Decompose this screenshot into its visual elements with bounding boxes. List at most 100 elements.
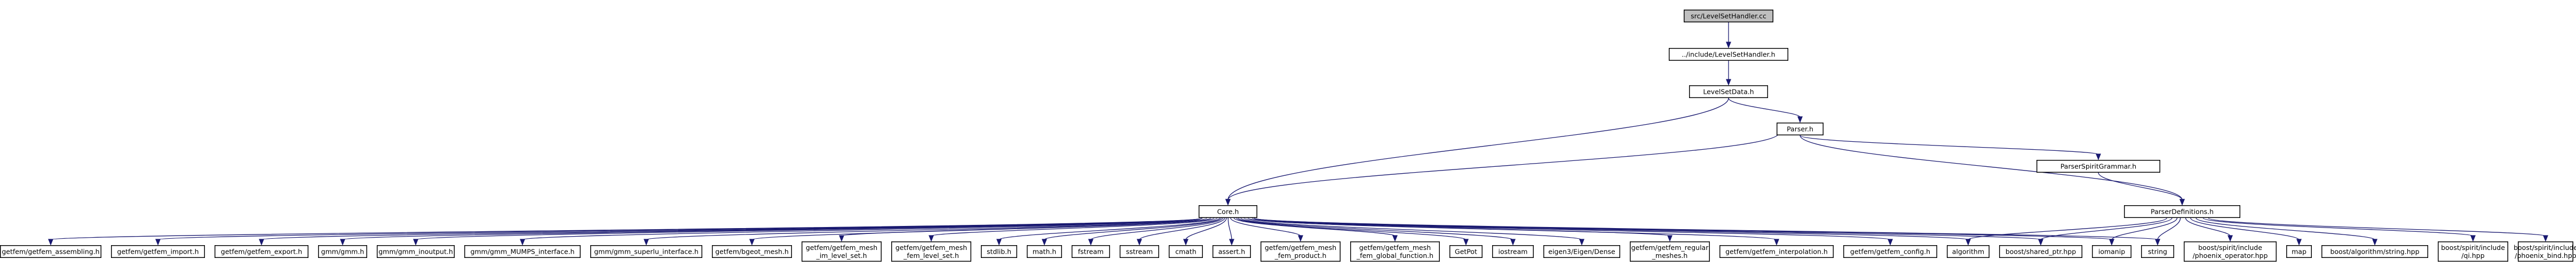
edge-line — [1230, 217, 1301, 237]
node-assert[interactable]: assert.h — [1212, 245, 1251, 258]
node-sptr[interactable]: boost/shared_ptr.hpp — [1999, 245, 2082, 258]
node-g-interp[interactable]: getfem/getfem_interpolation.h — [1719, 245, 1834, 258]
edge-psg-to-pdef — [2098, 172, 2185, 206]
node-pdef[interactable]: ParserDefinitions.h — [2124, 205, 2240, 218]
edge-line — [2208, 217, 2546, 237]
node-box — [1350, 241, 1440, 262]
edge-core-to-assert — [1227, 217, 1234, 246]
node-label: stdlib.h — [987, 248, 1011, 256]
node-label: algorithm — [1952, 248, 1984, 256]
edge-core-to-cmath — [1183, 217, 1227, 246]
node-label: getfem/getfem_mesh — [806, 244, 877, 252]
node-core[interactable]: Core.h — [1199, 205, 1257, 218]
node-g-fem[interactable]: getfem/getfem_mesh_fem_level_set.h — [891, 241, 971, 262]
edge-core-to-gmm-io — [413, 217, 1202, 246]
node-cmath[interactable]: cmath — [1169, 245, 1203, 258]
node-g-reg[interactable]: getfem/bgeot_mesh.h — [712, 245, 792, 258]
edge-core-to-g-mim — [839, 217, 1215, 242]
edge-arrowhead — [929, 235, 934, 242]
edge-arrowhead — [1392, 235, 1398, 242]
node-g-regm[interactable]: getfem/getfem_regular_meshes.h — [1630, 241, 1710, 262]
node-gmm-slu[interactable]: gmm/gmm_superlu_interface.h — [590, 245, 702, 258]
node-iomanip[interactable]: iomanip — [2092, 245, 2131, 258]
edge-core-to-sstream — [1137, 217, 1225, 246]
edge-line — [522, 217, 1203, 240]
node-label: _meshes.h — [1652, 252, 1688, 260]
node-label: boost/spirit/include — [2198, 244, 2262, 252]
edge-arrowhead — [1088, 239, 1093, 246]
node-g-mim[interactable]: getfem/getfem_mesh_im_level_set.h — [802, 241, 882, 262]
node-g-exp[interactable]: getfem/getfem_export.h — [215, 245, 308, 258]
node-box — [1169, 245, 1203, 258]
edge-line — [841, 217, 1215, 237]
node-box — [712, 245, 792, 258]
edge-core-to-eigen — [1240, 217, 1584, 246]
node-label: cmath — [1175, 248, 1196, 256]
dependency-nodes: src/LevelSetHandler.cc ../include/LevelSe… — [0, 10, 2576, 262]
node-label: getfem/getfem_assembling.h — [2, 248, 99, 256]
node-gmm-io[interactable]: gmm/gmm_inoutput.h — [377, 245, 455, 258]
node-box — [1777, 123, 1824, 135]
node-label: gmm/gmm_superlu_interface.h — [594, 248, 699, 256]
node-psg[interactable]: ParserSpiritGrammar.h — [2036, 160, 2160, 173]
edge-line — [646, 217, 1207, 240]
node-map[interactable]: map — [2286, 245, 2312, 258]
node-g-imp[interactable]: getfem/getfem_import.h — [111, 245, 205, 258]
node-box — [590, 245, 702, 258]
edge-arrowhead — [1774, 239, 1779, 246]
node-box — [318, 245, 367, 258]
node-label: Core.h — [1217, 208, 1239, 216]
edge-line — [1247, 217, 1777, 240]
node-phx-bind[interactable]: boost/spirit/include/phoenix_bind.hpp — [2514, 241, 2576, 262]
edge-arrowhead — [2109, 239, 2114, 246]
node-algorithm[interactable]: algorithm — [1947, 245, 1990, 258]
node-gmm-mumps[interactable]: gmm/gmm_MUMPS_interface.h — [464, 245, 581, 258]
node-balg[interactable]: boost/algorithm/string.hpp — [2321, 245, 2428, 258]
node-lsd[interactable]: LevelSetData.h — [1689, 85, 1768, 98]
edge-arrowhead — [1965, 239, 1971, 246]
node-root[interactable]: src/LevelSetHandler.cc — [1684, 10, 1773, 22]
node-string[interactable]: string — [2141, 245, 2174, 258]
node-label: boost/spirit/include — [2514, 244, 2576, 252]
node-label: _im_level_set.h — [815, 252, 867, 260]
node-box — [2092, 245, 2131, 258]
node-phx-op[interactable]: boost/spirit/include/phoenix_operator.hp… — [2184, 241, 2277, 262]
node-g-conf[interactable]: getfem/getfem_config.h — [1843, 245, 1937, 258]
node-parser[interactable]: Parser.h — [1777, 123, 1824, 135]
edge-core-to-g-glob — [1233, 217, 1398, 242]
edge-core-to-g-conf — [1251, 217, 1893, 246]
edge-arrowhead — [749, 239, 755, 246]
node-math[interactable]: math.h — [1027, 245, 1062, 258]
node-label: _fem_global_function.h — [1356, 252, 1433, 260]
edge-arrowhead — [2470, 235, 2476, 242]
node-g-glob[interactable]: getfem/getfem_mesh_fem_global_function.h — [1350, 241, 1440, 262]
node-qi[interactable]: boost/spirit/include/qi.hpp — [2438, 241, 2508, 262]
node-iostream[interactable]: iostream — [1492, 245, 1534, 258]
edge-core-to-iostream — [1238, 217, 1516, 246]
edge-line — [2190, 217, 2300, 240]
node-stdlib[interactable]: stdlib.h — [981, 245, 1017, 258]
node-getpot[interactable]: GetPot — [1449, 245, 1483, 258]
node-gmm[interactable]: gmm/gmm.h — [318, 245, 367, 258]
node-label: getfem/getfem_mesh — [1265, 244, 1336, 252]
edge-line — [1227, 217, 1232, 240]
node-fstream[interactable]: fstream — [1072, 245, 1110, 258]
node-g-asm[interactable]: getfem/getfem_assembling.h — [0, 245, 101, 258]
node-label: getfem/getfem_mesh — [1359, 244, 1431, 252]
node-eigen[interactable]: eigen3/Eigen/Dense — [1543, 245, 1620, 258]
edge-line — [1968, 217, 2167, 240]
node-g-prod[interactable]: getfem/getfem_mesh_fem_product.h — [1261, 241, 1341, 262]
edge-line — [998, 217, 1220, 240]
edge-arrowhead — [1183, 239, 1188, 246]
node-label: ParserSpiritGrammar.h — [2060, 163, 2136, 171]
node-label: /phoenix_bind.hpp — [2515, 252, 2576, 260]
edge-arrowhead — [2038, 239, 2043, 246]
edge-line — [1240, 217, 1582, 240]
node-box — [2036, 160, 2160, 173]
edge-core-to-gmm — [340, 217, 1202, 246]
edge-arrowhead — [48, 239, 53, 246]
node-sstream[interactable]: sstream — [1120, 245, 1159, 258]
node-box — [1843, 245, 1937, 258]
edge-lsd-to-parser — [1728, 98, 1803, 123]
node-lsh[interactable]: ../include/LevelSetHandler.h — [1669, 48, 1788, 61]
